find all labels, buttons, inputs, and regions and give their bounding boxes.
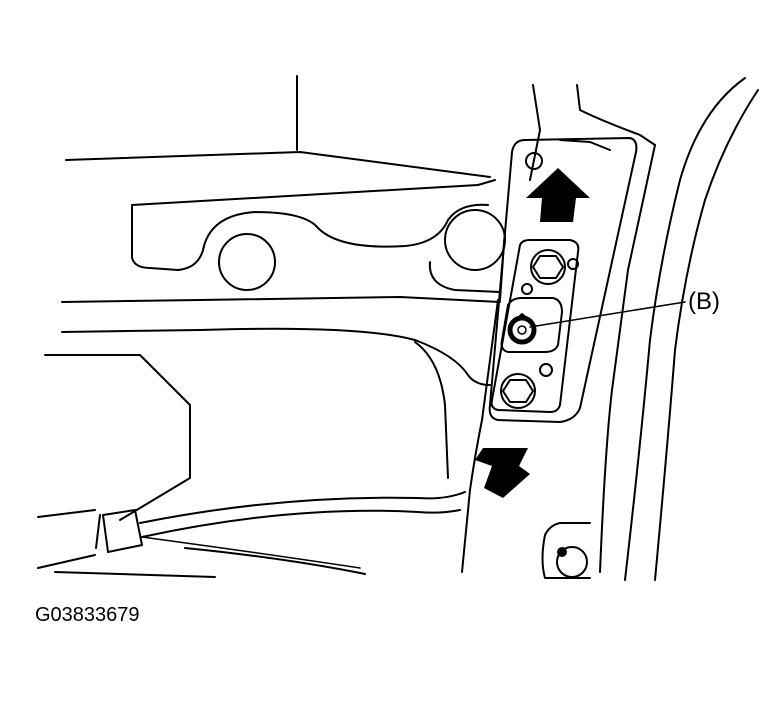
figure-id: G03833679	[35, 604, 140, 626]
connector	[102, 509, 143, 553]
callout-label-b: (B)	[688, 288, 720, 315]
lower-rivet	[557, 547, 567, 557]
callout-leader	[529, 301, 686, 328]
down-arrow-icon	[475, 448, 530, 498]
inner-panel	[61, 296, 501, 479]
up-arrow-icon	[526, 168, 590, 222]
pillar	[461, 77, 759, 581]
adjustment-window	[500, 297, 563, 353]
small-hole	[521, 283, 533, 295]
wire-harness	[37, 491, 466, 578]
upper-panel	[65, 75, 501, 293]
panel-hole-left	[218, 233, 276, 291]
hinge-bracket	[488, 137, 638, 423]
trim-piece	[44, 354, 191, 521]
lower-pillar	[541, 522, 591, 579]
keyhole-b	[507, 315, 537, 345]
lower-hole	[556, 546, 588, 578]
bracket-hole	[525, 152, 543, 170]
lower-bolt	[500, 363, 553, 409]
panel-hole-right	[444, 209, 506, 271]
upper-bolt	[530, 249, 579, 285]
